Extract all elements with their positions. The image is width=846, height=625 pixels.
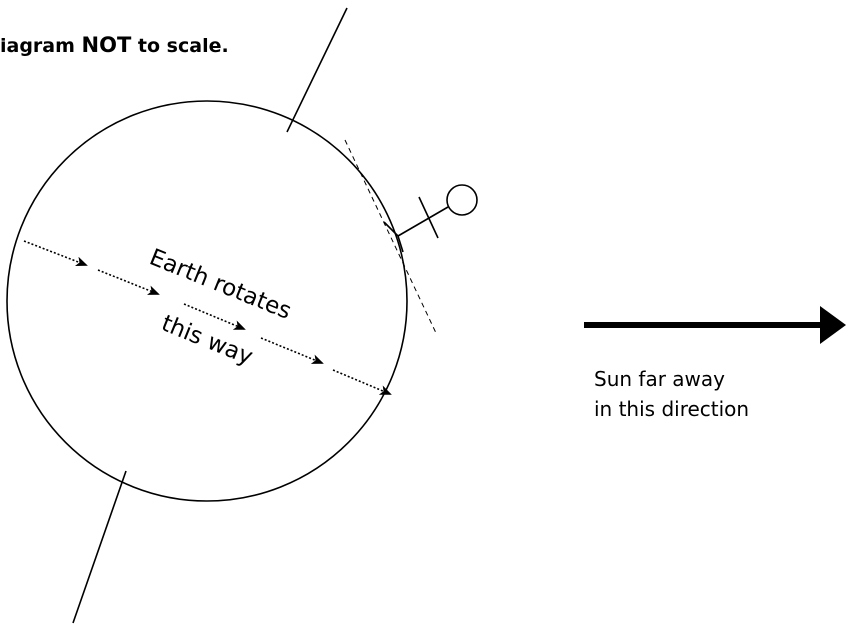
sun-direction-arrow-icon <box>584 306 846 344</box>
rotation-arrow-5 <box>332 369 392 395</box>
earth-axis-north <box>286 7 348 133</box>
earth-circle <box>6 100 408 502</box>
rotation-arrows <box>23 240 392 395</box>
scale-note: iagram NOT to scale. <box>0 33 229 57</box>
horizon-tangent-line <box>344 139 437 334</box>
rotation-arrow-1 <box>23 240 88 267</box>
sun-label-line2: in this direction <box>594 397 749 421</box>
earth-axis-south <box>72 470 127 624</box>
rotation-arrow-2 <box>97 269 160 295</box>
scale-note-emphasis: NOT <box>82 33 132 57</box>
rotation-label-line2: this way <box>158 310 257 370</box>
scale-note-prefix: iagram <box>0 35 82 57</box>
scale-note-suffix: to scale. <box>131 35 228 57</box>
rotation-arrow-3 <box>183 303 246 330</box>
rotation-arrow-4 <box>260 337 324 364</box>
sun-label-line1: Sun far away <box>594 367 725 391</box>
observer-stick-figure-icon <box>383 184 478 253</box>
